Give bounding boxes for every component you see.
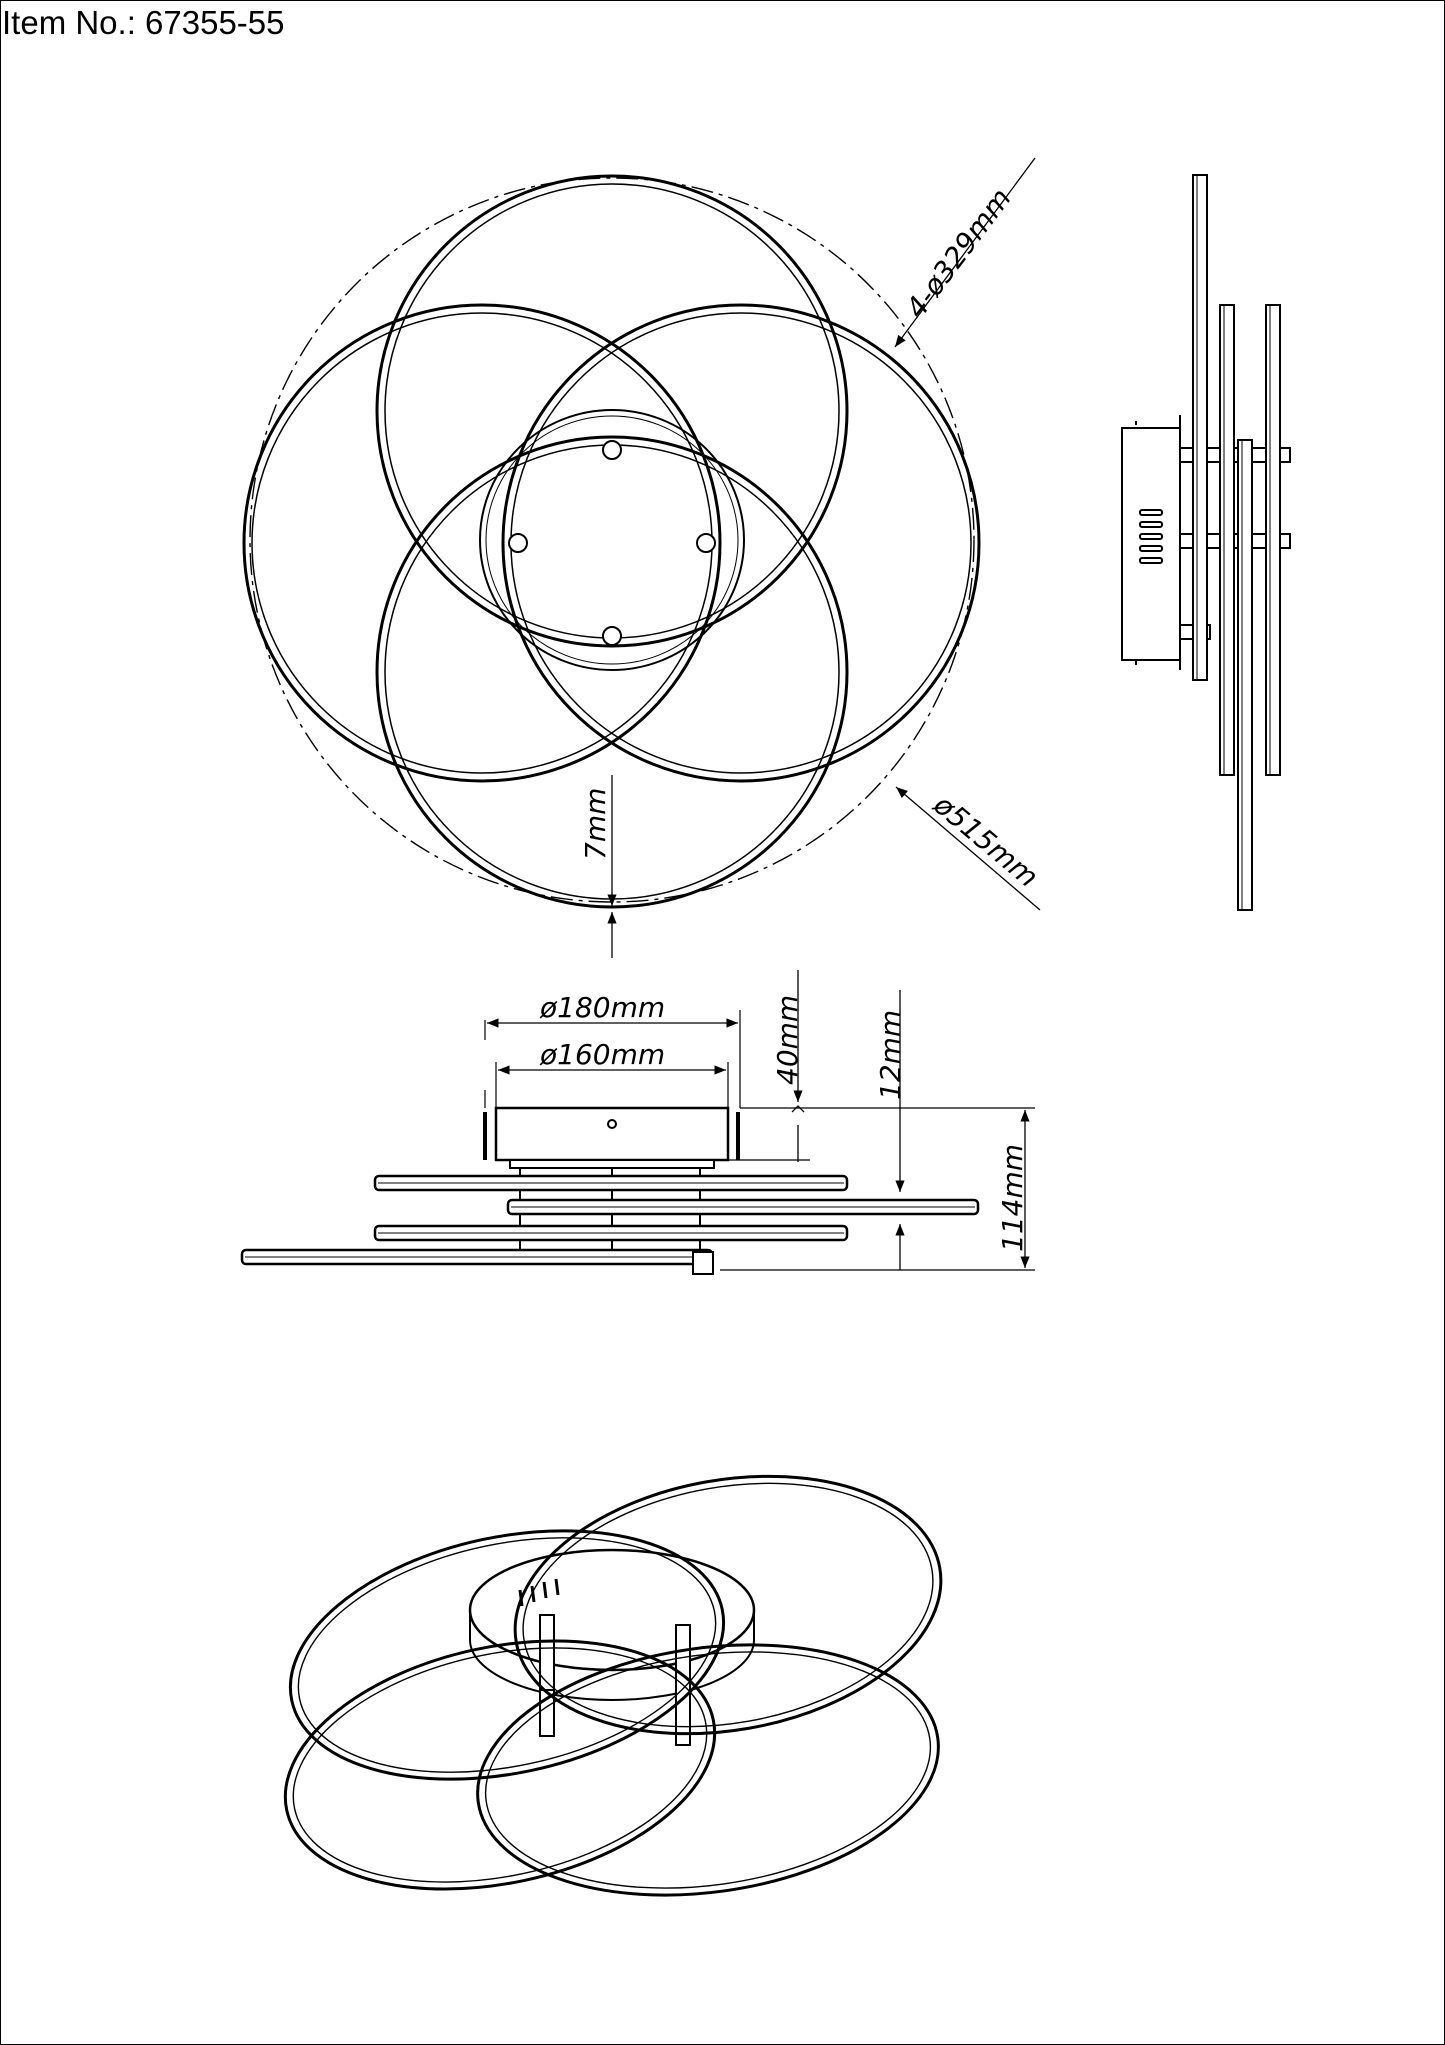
ring-edge [1265, 304, 1281, 776]
label-total-height: 114mm [996, 1144, 1029, 1252]
mount-post [508, 533, 528, 553]
ring-perspective [288, 1529, 726, 1781]
ring-perspective [476, 1643, 940, 1897]
canopy-front [494, 1106, 730, 1162]
label-canopy-height: 40mm [771, 995, 804, 1085]
label-ring-diameter: 4-ø329mm [899, 182, 1017, 324]
label-overall-diameter: ø515mm [927, 787, 1045, 893]
canopy-side [1121, 427, 1181, 661]
canopy-perspective [468, 1548, 756, 1672]
ring-left [242, 303, 722, 783]
label-canopy-outer-diameter: ø180mm [539, 991, 665, 1024]
ring-edge [1192, 174, 1208, 681]
vent-slots [518, 1578, 560, 1607]
ring-edge [1219, 304, 1235, 776]
label-canopy-inner-diameter: ø160mm [539, 1038, 665, 1071]
leader-overall-diameter [895, 786, 1041, 911]
side-view [1121, 174, 1291, 911]
item-number: Item No.: 67355-55 [2, 4, 285, 41]
mount-post [602, 626, 622, 646]
ring-perspective [283, 1639, 717, 1891]
label-ring-offset: 7mm [579, 788, 612, 860]
ring-perspective [513, 1474, 943, 1736]
overall-diameter-outline [249, 177, 975, 903]
vent-slots [1139, 509, 1163, 564]
front-view [240, 970, 1035, 1275]
mount-post [696, 533, 716, 553]
label-ring-spacing: 12mm [874, 1010, 907, 1100]
top-view [242, 157, 1041, 958]
leader-ring-diameter [894, 157, 1036, 348]
canopy-top [479, 409, 745, 671]
ring-right [501, 303, 981, 783]
ring-edge [1237, 439, 1253, 911]
perspective-view [283, 1474, 943, 1897]
mount-post [602, 440, 622, 460]
